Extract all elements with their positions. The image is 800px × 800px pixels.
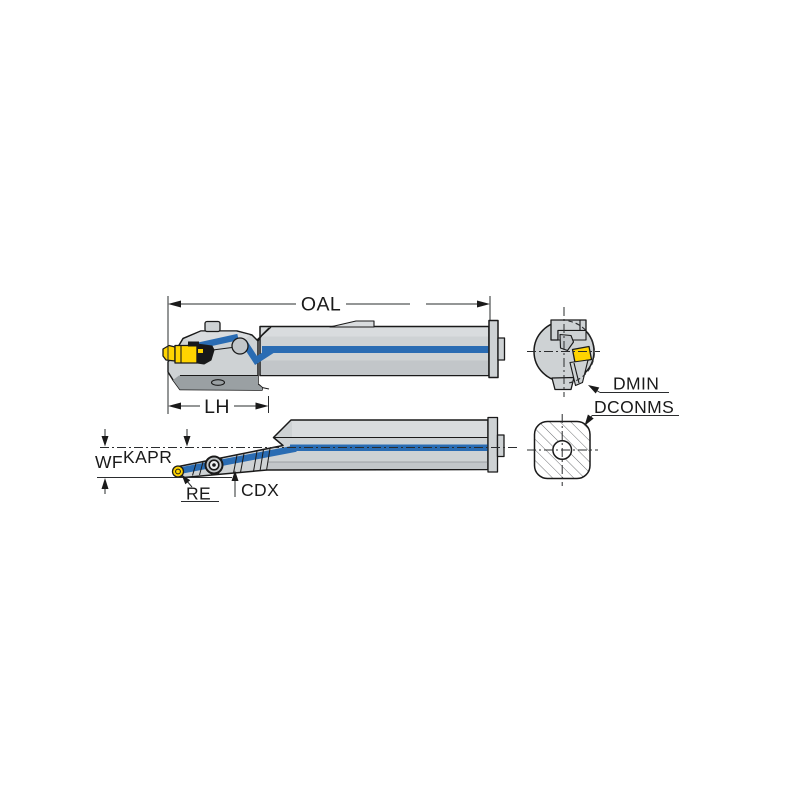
plan-bottom-shade-band: [268, 462, 487, 469]
plan-end-flange: [487, 416, 499, 473]
oal-arrow-left: [168, 300, 181, 308]
head-top-tab: [204, 320, 221, 333]
head-neck-notch: [257, 327, 270, 342]
cdx-arrow-up: [231, 470, 239, 481]
dconms-arrow: [584, 414, 594, 426]
lh-arrow-right: [255, 402, 269, 410]
dmin-dashed-arc: [568, 320, 595, 384]
tool-head-side: [162, 320, 275, 391]
clamp-finger-end-view: [559, 333, 575, 352]
oal-arrow-right: [477, 300, 490, 308]
shank-top-lug: [329, 320, 375, 328]
insert-assembly-side: [162, 341, 215, 365]
shank-end-stub: [497, 337, 506, 361]
oal-dimension: OAL: [167, 294, 491, 414]
head-slot-oval: [210, 379, 226, 386]
round-insert-tip-center: [175, 468, 181, 475]
clamp-yellow-sliver: [198, 349, 203, 353]
dmin-arrow: [588, 385, 600, 394]
head-end-view: DMIN DCONMS: [527, 307, 679, 426]
clamp-screw: [204, 455, 224, 475]
dmin-callout: DMIN: [588, 374, 669, 394]
re-arrow: [181, 474, 191, 485]
cdx-annotation: CDX: [231, 470, 279, 500]
tool-shank-side: [256, 319, 506, 379]
plan-end-stub: [496, 434, 505, 458]
insert-body-yellow: [174, 344, 198, 364]
kapr-label: KAPR: [123, 447, 172, 467]
kapr-arrow-down: [183, 436, 191, 447]
wf-dimension: WF: [95, 429, 232, 494]
shank-blue-stripe: [262, 346, 489, 353]
plan-top-facet-band: [292, 421, 487, 438]
head-step-shadow-line: [261, 386, 270, 390]
insert-tip-yellow: [162, 344, 176, 362]
head-pivot-hole: [231, 337, 249, 355]
dconms-callout: DCONMS: [584, 397, 679, 426]
cdx-label: CDX: [241, 480, 279, 500]
wf-arrow-up: [101, 478, 109, 489]
clamp-cap-dark: [188, 341, 199, 347]
shank-shade-band: [261, 360, 488, 375]
plan-view: WF KAPR RE CDX: [95, 416, 518, 504]
wf-arrow-down: [101, 436, 109, 447]
re-label: RE: [186, 484, 211, 504]
insert-end-view: [571, 345, 593, 364]
shank-cross-section: [527, 414, 598, 486]
wf-label: WF: [95, 452, 123, 472]
side-view: OAL LH: [162, 294, 506, 418]
plan-blue-stripe-taper: [180, 445, 297, 474]
head-chin: [551, 376, 575, 391]
lh-label: LH: [204, 396, 230, 418]
shank-highlight-band: [261, 327, 488, 337]
re-annotation: RE: [181, 474, 219, 504]
dconms-label: DCONMS: [594, 397, 674, 417]
kapr-annotation: KAPR: [123, 429, 191, 467]
lh-arrow-left: [168, 402, 181, 410]
lh-dimension: LH: [168, 396, 269, 418]
shank-end-flange: [488, 319, 499, 379]
dmin-label: DMIN: [613, 374, 659, 394]
oal-label: OAL: [301, 294, 341, 316]
